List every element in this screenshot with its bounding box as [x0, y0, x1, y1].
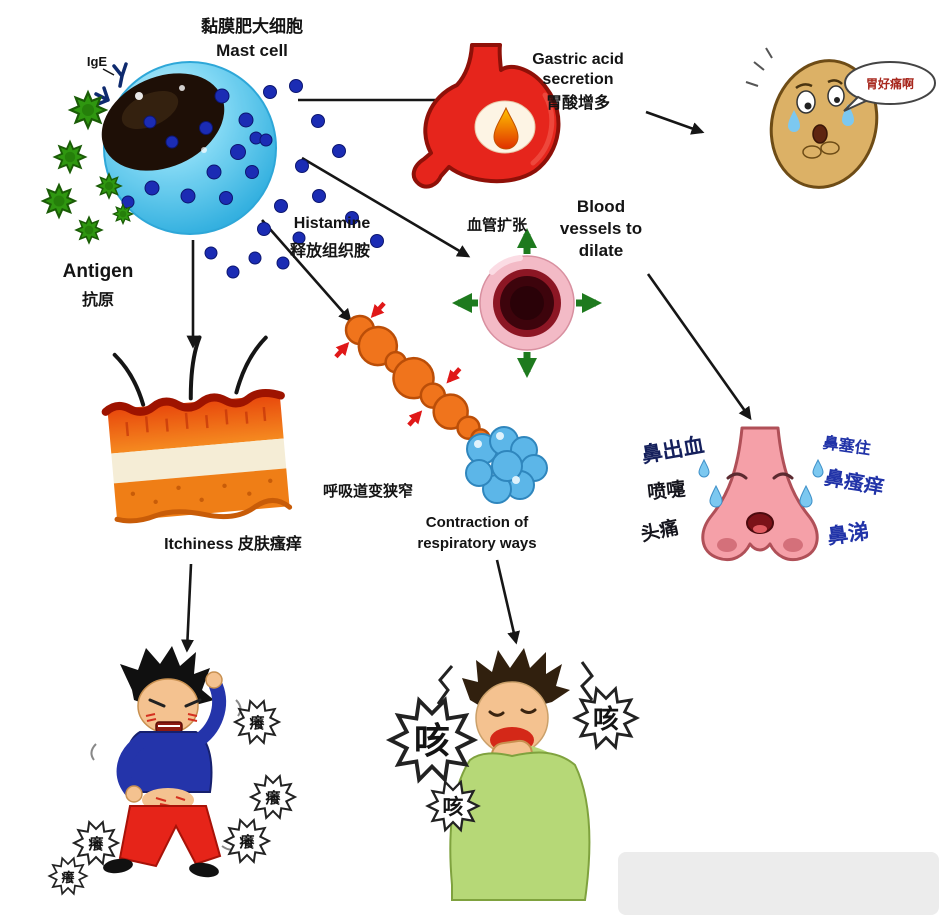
vessel-label-en3: dilate	[579, 241, 623, 260]
motion-lines	[745, 47, 773, 87]
nose-tears	[698, 458, 824, 508]
histamine-granules-released	[204, 79, 384, 279]
ige-pointer-line	[102, 68, 115, 76]
antigen-label-en: Antigen	[63, 261, 134, 282]
airway-label-zh: 呼吸道变狭窄	[323, 482, 413, 500]
gastric-label-en2: secretion	[542, 71, 613, 88]
airway-illustration	[334, 301, 548, 504]
connector-arrows	[180, 93, 752, 653]
dilate-arrows	[452, 228, 602, 378]
speech-bubble: 胃好痛啊	[843, 61, 936, 112]
cough-jagged-mark	[436, 665, 454, 705]
tear-icon	[842, 104, 854, 126]
alveoli-cluster	[465, 426, 548, 504]
itch-bubble-text: 癢	[87, 835, 104, 853]
labels: 黏膜肥大细胞 Mast cell IgE Antigen 抗原 Histamin…	[63, 16, 642, 553]
cough-jagged-mark	[580, 661, 594, 701]
cough-bursts: 咳 咳 咳	[388, 687, 639, 832]
arrow-vessel-to-nose	[646, 273, 752, 421]
gastric-label-zh: 胃酸增多	[546, 93, 610, 112]
itchiness-label: Itchiness 皮肤瘙痒	[164, 534, 302, 553]
stomach-illustration	[411, 43, 561, 189]
cough-burst-text: 咳	[593, 704, 619, 734]
hairs	[112, 335, 268, 407]
nose-symptom-label: 鼻涕	[826, 519, 871, 549]
cough-burst-text: 咳	[443, 795, 464, 819]
bean-character: 胃好痛啊	[745, 47, 936, 189]
airway-label-en2: respiratory ways	[417, 535, 536, 552]
itch-bubble-text: 癢	[264, 789, 281, 807]
histamine-label-en: Histamine	[294, 215, 371, 232]
arrow-airway-to-person	[495, 559, 520, 645]
vessel-label-en1: Blood	[577, 197, 625, 216]
acid-droplet-icon	[493, 106, 519, 150]
airway-label-en1: Contraction of	[426, 514, 529, 531]
ige-receptor-icon	[94, 62, 128, 106]
histamine-label-zh: 释放组织胺	[290, 241, 370, 260]
itch-bubble-text: 癢	[238, 833, 255, 851]
nose-symptom-label: 喷嚏	[646, 478, 686, 504]
itch-bubble-text: 癢	[248, 714, 265, 732]
antigen-label-zh: 抗原	[82, 290, 114, 309]
arrow-mast-to-vessel	[301, 156, 471, 258]
skin-illustration	[101, 335, 293, 524]
dermis-speckles	[130, 478, 273, 505]
coughing-person-illustration: 咳 咳 咳	[388, 648, 639, 901]
gastric-label-en1: Gastric acid	[532, 51, 624, 68]
stomach-pain-bubble-text: 胃好痛啊	[866, 76, 914, 91]
granules-inside-cell	[121, 88, 263, 209]
vessel-label-zh: 血管扩张	[467, 216, 528, 234]
ige-label: IgE	[87, 54, 108, 69]
mast-cell-label-en: Mast cell	[216, 41, 288, 60]
itchy-person-illustration: 癢 癢 癢 癢 癢	[48, 646, 296, 895]
tear-icon	[788, 110, 800, 132]
epidermis-texture	[125, 406, 267, 437]
vessel-label-en2: vessels to	[560, 219, 642, 238]
itch-bubbles: 癢 癢 癢 癢 癢	[48, 700, 296, 895]
mast-cell-label-zh: 黏膜肥大细胞	[201, 16, 303, 36]
blood-vessel-illustration	[452, 228, 602, 378]
itch-bubble-text: 癢	[60, 870, 75, 885]
cough-burst-text: 咳	[414, 720, 450, 761]
arrow-mast-to-airway	[261, 219, 352, 322]
constriction-arrows	[334, 301, 462, 427]
scan-shadow	[618, 852, 939, 915]
arrow-gastric-to-character	[645, 110, 705, 135]
mast-cell-illustration	[94, 61, 277, 235]
arrow-skin-to-person	[180, 563, 194, 653]
